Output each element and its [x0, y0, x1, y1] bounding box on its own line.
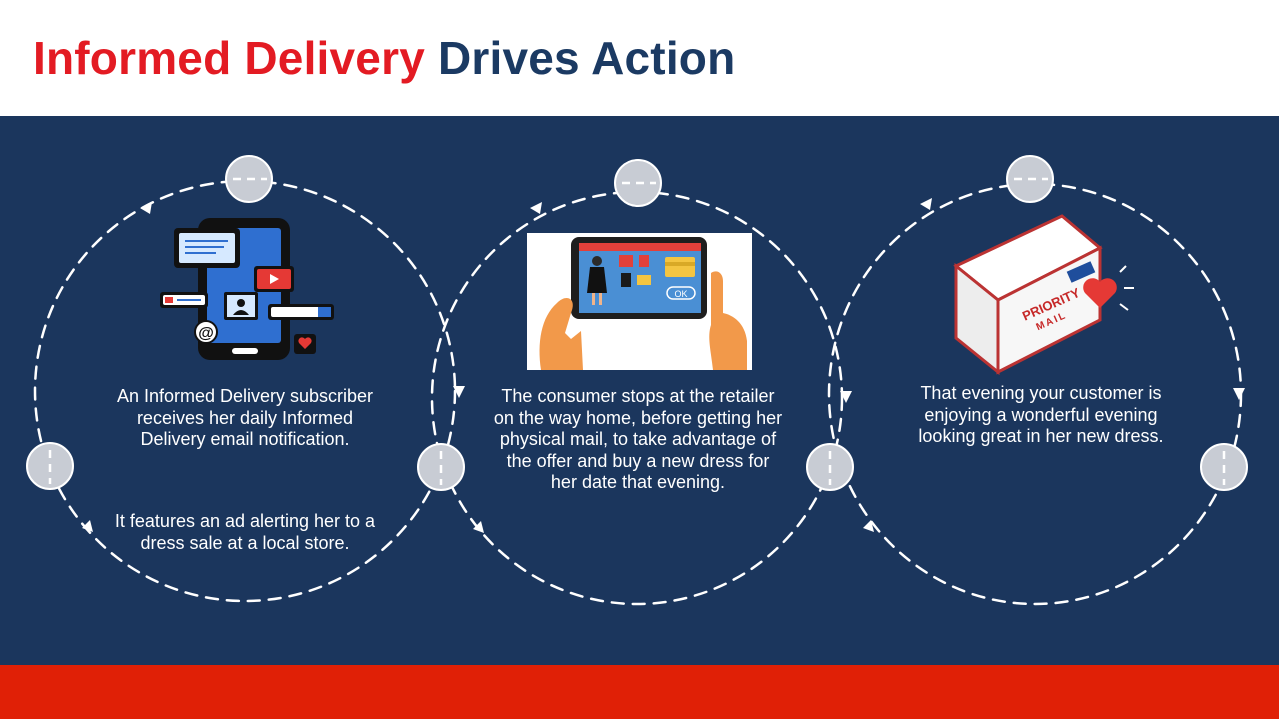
step-1-description: An Informed Delivery subscriber receives…	[116, 386, 374, 449]
arrow-icon	[1233, 388, 1245, 400]
pointing-hand-icon	[709, 271, 747, 370]
step-3-description: That evening your customer is enjoying a…	[918, 383, 1164, 446]
chat-bubble-icon	[174, 228, 240, 268]
dress-model-icon	[587, 256, 607, 305]
search-bar-icon	[268, 304, 334, 320]
tablet-shopping-illustration: OK	[527, 233, 752, 370]
arrow-icon	[530, 202, 542, 214]
ok-button: OK	[666, 286, 696, 300]
usps-logo-icon	[1066, 261, 1096, 283]
cycle-loops	[26, 155, 1248, 606]
heart-icon	[1083, 265, 1134, 311]
arrow-icon	[920, 198, 932, 210]
avatar-card-icon	[224, 292, 258, 320]
step-2-description: The consumer stops at the retailer on th…	[493, 386, 783, 492]
at-sign-icon: @	[194, 320, 218, 344]
arrow-icon	[473, 521, 484, 533]
priority-mail-box-heart-illustration: PRIORITY MAIL	[953, 214, 1134, 376]
arrow-icon	[840, 391, 852, 403]
clothing-items-icon	[619, 255, 651, 287]
credit-card-icon	[665, 257, 695, 277]
arrow-icon	[863, 520, 874, 532]
arrow-icon	[82, 520, 93, 532]
smartphone-notification-illustration: @	[160, 218, 334, 360]
diagram-panel	[0, 116, 1279, 665]
svg-text:@: @	[198, 325, 214, 342]
bottom-accent-bar	[0, 665, 1279, 719]
message-bar-icon	[160, 292, 208, 308]
heart-icon	[294, 334, 316, 354]
video-play-icon	[254, 266, 294, 292]
step-1-detail: It features an ad alerting her to a dres…	[114, 511, 376, 553]
arrow-icon	[453, 386, 465, 398]
left-hand-icon	[539, 298, 583, 370]
page-title: Informed Delivery Drives Action	[33, 30, 735, 86]
arrow-icon	[140, 202, 152, 214]
title-highlight: Informed Delivery	[33, 32, 425, 84]
title-rest: Drives Action	[437, 32, 736, 84]
svg-text:OK: OK	[674, 289, 687, 299]
